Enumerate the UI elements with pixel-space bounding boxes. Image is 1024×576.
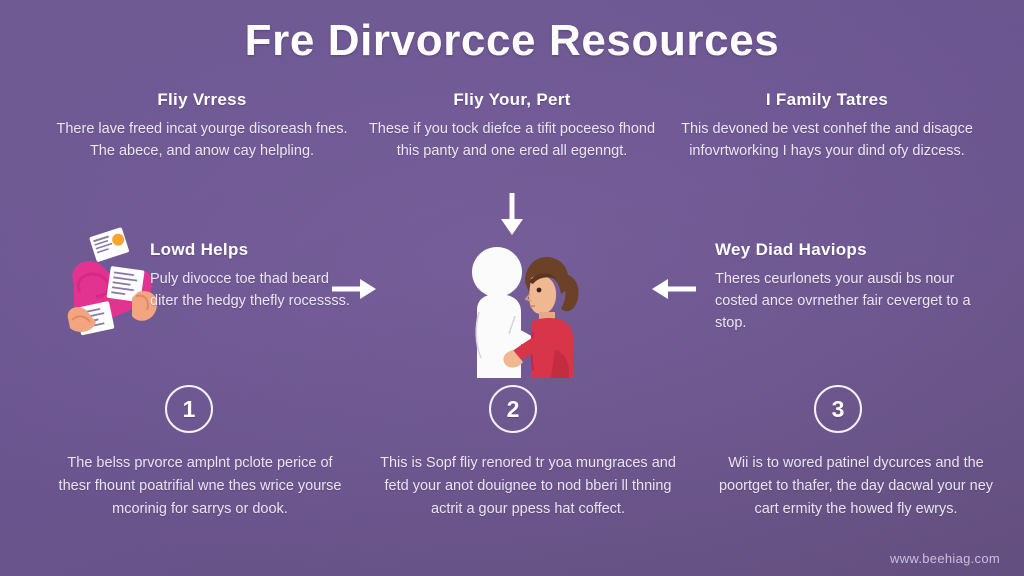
middle-block-right-heading: Wey Diad Haviops [715, 240, 867, 259]
top-block-2: Fliy Your, Pert These if you tock diefce… [362, 90, 662, 162]
top-block-2-body: These if you tock diefce a tifit poceeso… [368, 121, 656, 160]
step-text-1: The belss prvorce amplnt pclote perice o… [58, 455, 342, 517]
middle-block-left: Lowd Helps Puly divocce toe thad beard d… [150, 240, 350, 312]
middle-block-right: Wey Diad Haviops Theres ceurlonets your … [715, 240, 980, 334]
arrow-right-icon [332, 278, 378, 305]
page-title: Fre Dirvorcce Resources [244, 16, 780, 65]
footer-url: www.beehiag.com [890, 551, 1000, 566]
middle-block-right-body: Theres ceurlonets your ausdi bs nour cos… [715, 271, 971, 332]
top-block-1: Fliy Vrress There lave freed incat yourg… [52, 90, 352, 162]
step-number-1: 1 [165, 385, 213, 433]
top-block-3-heading: I Family Tatres [765, 90, 889, 109]
step-number-2: 2 [489, 385, 537, 433]
top-block-1-body: There lave freed incat yourge disoreash … [56, 121, 348, 160]
top-block-1-heading: Fliy Vrress [157, 90, 247, 109]
middle-block-left-body: Puly divocce toe thad beard diter the he… [150, 271, 350, 310]
documents-in-hands-illustration [62, 226, 170, 344]
arrow-left-icon [650, 278, 696, 305]
step-number-3: 3 [814, 385, 862, 433]
step-text-3: Wii is to wored patinel dycurces and the… [718, 455, 994, 517]
middle-block-left-heading: Lowd Helps [150, 240, 249, 259]
step-text-2: This is Sopf fliy renored tr yoa mungrac… [380, 455, 676, 517]
top-block-3-body: This devoned be vest conhef the and disa… [681, 121, 973, 160]
top-block-3: I Family Tatres This devoned be vest con… [672, 90, 982, 162]
top-block-2-heading: Fliy Your, Pert [453, 90, 571, 109]
two-people-illustration [455, 240, 587, 382]
arrow-down-icon [495, 193, 529, 242]
